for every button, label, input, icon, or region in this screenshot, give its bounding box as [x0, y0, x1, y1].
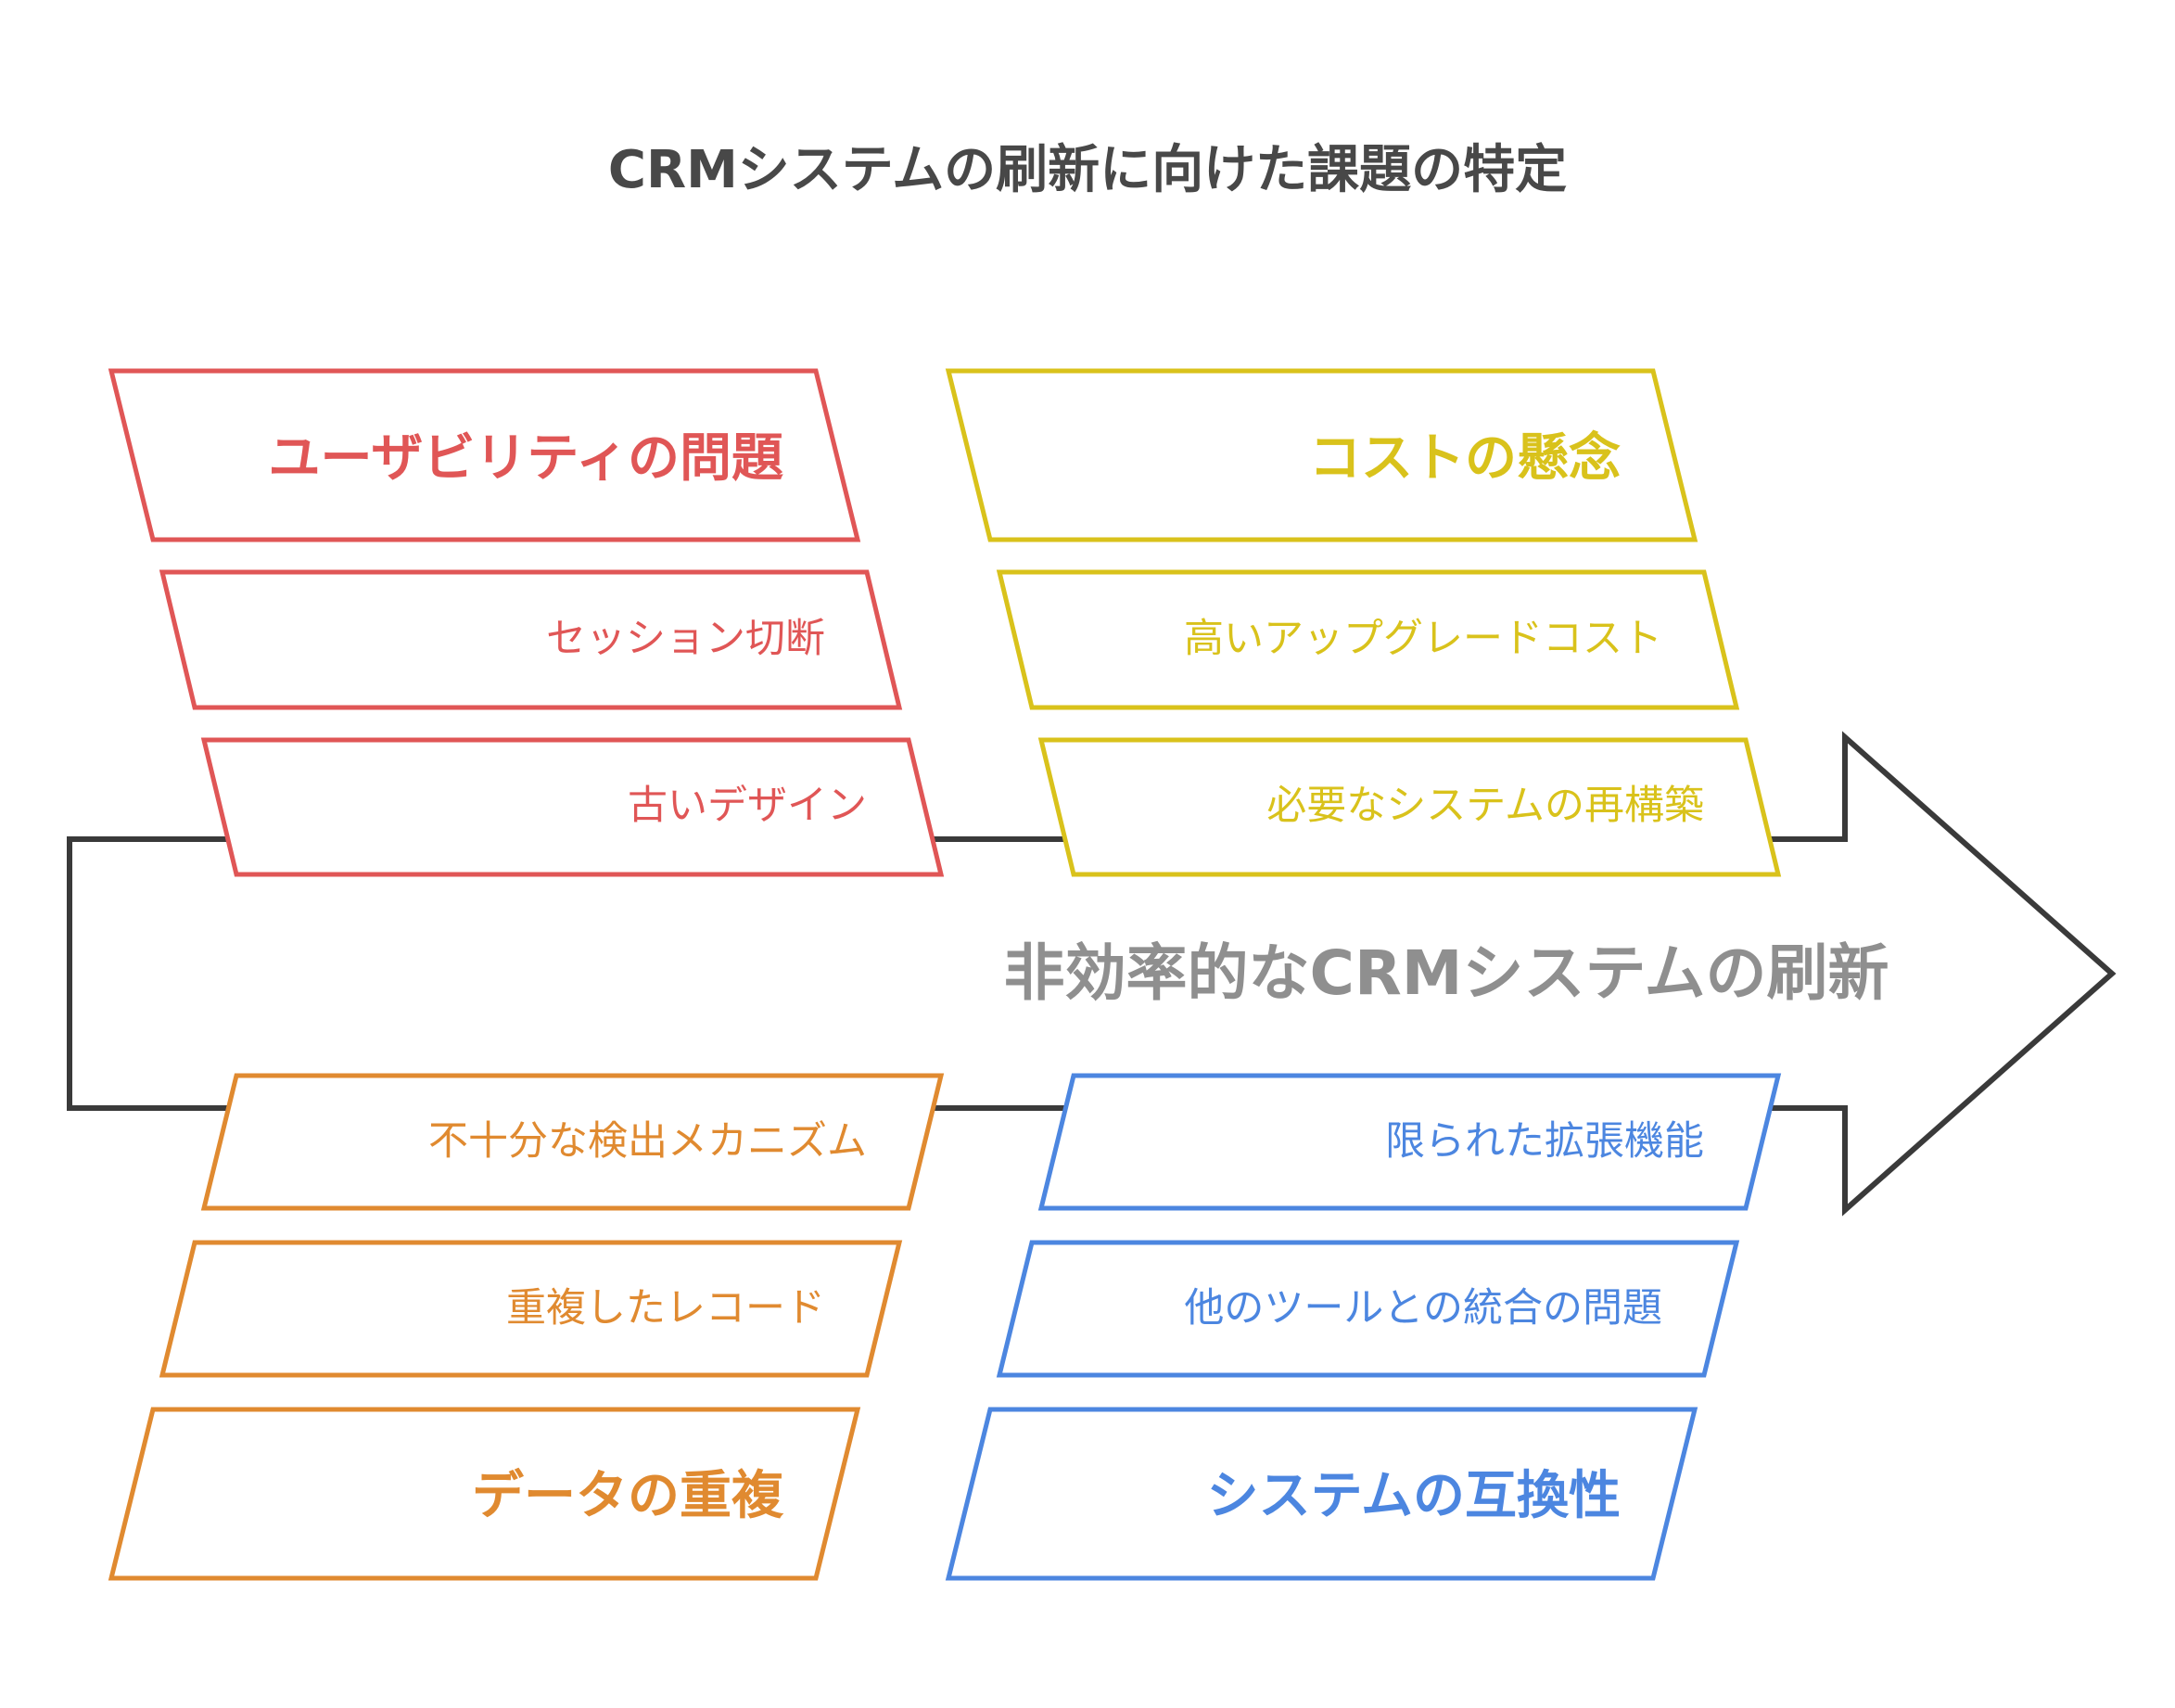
cost-item-box-2: [1037, 737, 1782, 877]
category-data: [108, 1073, 945, 1581]
data-item-2: 重複したレコード: [506, 1285, 825, 1332]
usability-item-1: セッション切断: [546, 616, 825, 662]
compat-item-box-1: [1037, 1073, 1782, 1211]
category-cost: [945, 368, 1782, 877]
effect-label: 非効率的なCRMシステムの刷新: [1004, 937, 1889, 1009]
compat-heading-box: [945, 1407, 1698, 1581]
data-item-box-2: [159, 1240, 903, 1378]
diagram-title: CRMシステムの刷新に向けた課題の特定: [608, 140, 1567, 200]
cost-heading-box: [945, 368, 1698, 542]
usability-item-2: 古いデザイン: [628, 783, 867, 829]
usability-item-box-2: [200, 737, 945, 877]
compat-heading: システムの互換性: [1207, 1466, 1621, 1526]
usability-heading-box: [108, 368, 861, 542]
cost-item-1: 高いアップグレードコスト: [1184, 616, 1662, 662]
data-item-1: 不十分な検出メカニズム: [428, 1118, 867, 1165]
usability-item-box-1: [159, 569, 903, 710]
cost-item-2: 必要なシステムの再構築: [1266, 783, 1704, 829]
compat-item-2: 他のツールとの統合の問題: [1184, 1285, 1662, 1332]
data-item-box-1: [200, 1073, 945, 1211]
cost-heading: コストの懸念: [1309, 428, 1621, 489]
usability-heading: ユーザビリティの問題: [268, 428, 783, 489]
cost-item-box-1: [996, 569, 1740, 710]
compat-item-1: 限られた拡張機能: [1385, 1118, 1704, 1165]
category-compat: [945, 1073, 1782, 1581]
data-heading: データの重複: [472, 1466, 784, 1526]
data-heading-box: [108, 1407, 861, 1581]
compat-item-box-2: [996, 1240, 1740, 1378]
category-usability: [108, 368, 945, 877]
